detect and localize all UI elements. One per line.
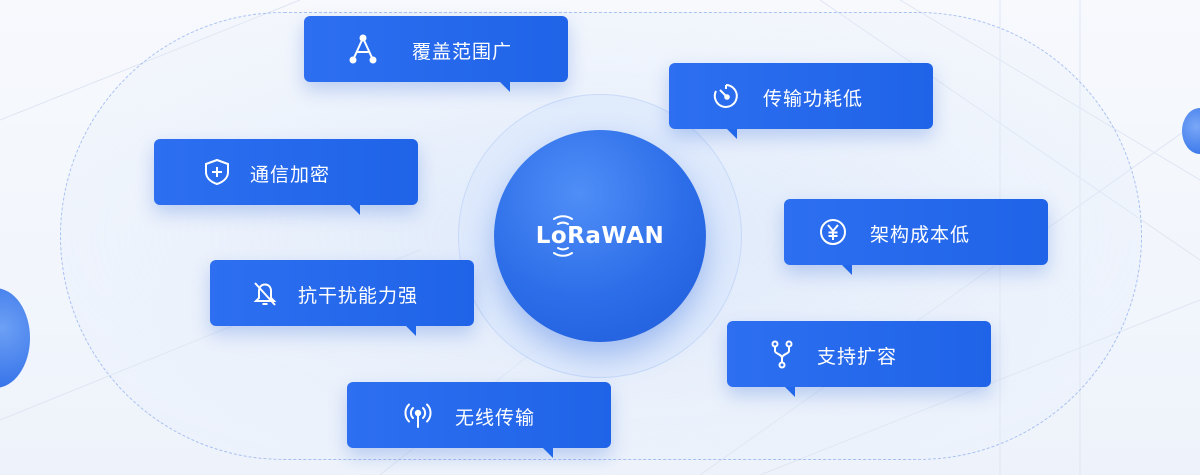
- coverage-triangle-icon: [348, 34, 378, 64]
- shield-plus-icon: [202, 157, 232, 187]
- yen-icon: [818, 217, 848, 247]
- feature-card-wireless: 无线传输: [347, 382, 611, 458]
- gauge-icon: [711, 81, 741, 111]
- bell-off-icon: [250, 278, 280, 308]
- lorawan-waves-icon: [553, 215, 573, 257]
- feature-label: 支持扩容: [817, 346, 898, 368]
- feature-label: 通信加密: [250, 164, 331, 186]
- lorawan-logo: LoRaWAN: [536, 223, 665, 249]
- feature-label: 抗干扰能力强: [298, 285, 419, 307]
- wireless-antenna-icon: [403, 400, 433, 430]
- feature-label: 无线传输: [455, 407, 536, 429]
- feature-card-encryption: 通信加密: [154, 139, 418, 215]
- feature-label: 架构成本低: [870, 224, 971, 246]
- feature-label: 传输功耗低: [763, 88, 864, 110]
- feature-card-low-power: 传输功耗低: [669, 63, 933, 139]
- feature-label: 覆盖范围广: [412, 41, 513, 63]
- feature-card-low-cost: 架构成本低: [784, 199, 1048, 275]
- branch-icon: [767, 339, 797, 369]
- decorative-blob-right: [1182, 108, 1200, 154]
- feature-card-coverage: 覆盖范围广: [304, 16, 568, 92]
- feature-card-scalability: 支持扩容: [727, 321, 991, 397]
- feature-card-anti-interference: 抗干扰能力强: [210, 260, 474, 336]
- lorawan-logo-text: LoRaWAN: [535, 223, 665, 249]
- lorawan-center-badge: LoRaWAN: [494, 130, 706, 342]
